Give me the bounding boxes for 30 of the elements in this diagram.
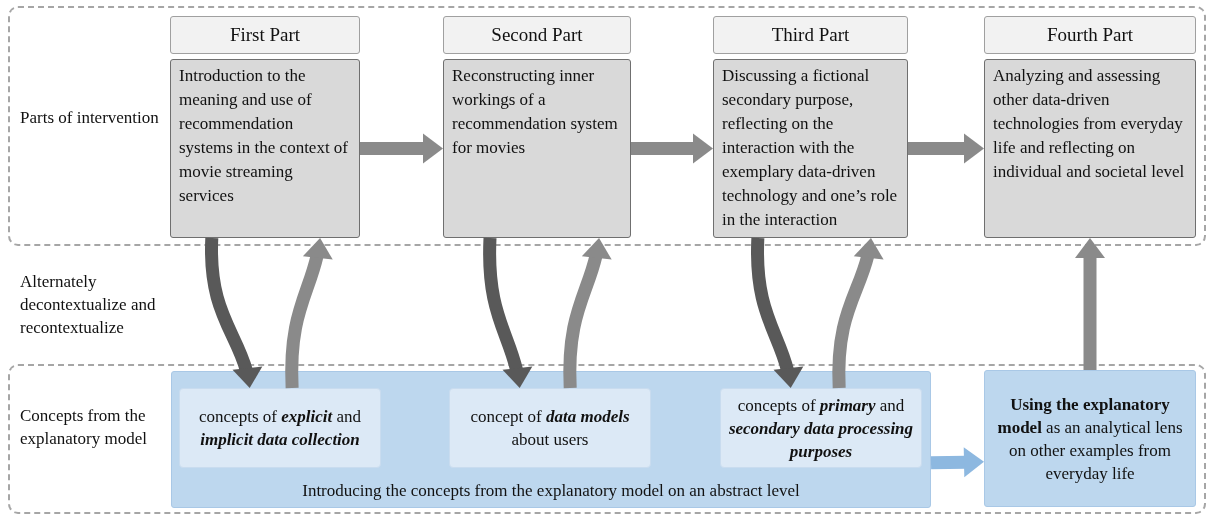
arrow <box>1075 238 1105 370</box>
process-box: Reconstructing inner workings of a recommendation system for movies <box>443 59 631 238</box>
process-box: Using the explanatory model as an analytical lens on other examples from everyday life <box>984 370 1196 507</box>
process-box: Introduction to the meaning and use of recommendation systems in the context of movie streaming services <box>170 59 360 238</box>
concept-box: concepts of explicit and implicit data collection <box>179 388 381 468</box>
part-header: Third Part <box>713 16 908 54</box>
section-band <box>8 6 1206 246</box>
arrow <box>285 237 332 389</box>
section-label: Parts of intervention <box>20 107 160 129</box>
side-note: Alternately decontextualize and recontextualize <box>20 271 157 339</box>
concept-box: concept of data models about users <box>449 388 651 468</box>
section-band <box>8 364 1206 514</box>
process-box: Discussing a fictional secondary purpose, reflecting on the interaction with the exemplary data-driven technology and one’s role in the interaction <box>713 59 908 238</box>
arrow <box>832 237 883 389</box>
arrow <box>563 237 611 389</box>
arrow <box>751 237 803 390</box>
arrow <box>205 237 262 390</box>
part-header: First Part <box>170 16 360 54</box>
concept-box: concepts of primary and secondary data processing purposes <box>720 388 922 468</box>
process-box: Analyzing and assessing other data-driven technologies from everyday life and reflecting on individual and societal level <box>984 59 1196 238</box>
part-header: Second Part <box>443 16 631 54</box>
arrow <box>360 133 443 164</box>
arrow <box>631 133 713 164</box>
part-header: Fourth Part <box>984 16 1196 54</box>
arrow <box>930 447 985 478</box>
section-label: Concepts from the explanatory model <box>20 405 148 450</box>
panel-caption: Introducing the concepts from the explanatory model on an abstract level <box>301 481 801 501</box>
arrow <box>908 133 984 164</box>
arrow <box>483 237 532 389</box>
concept-panel <box>171 371 931 508</box>
